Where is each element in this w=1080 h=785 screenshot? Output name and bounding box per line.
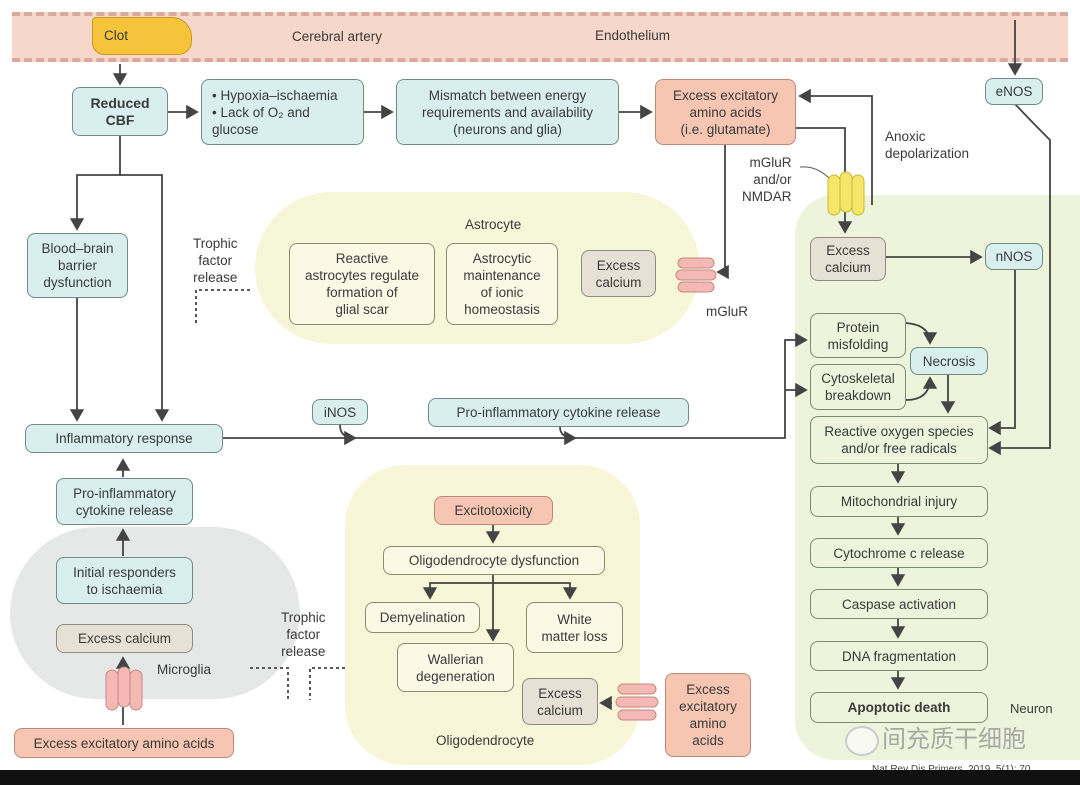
neuron-excess-calcium-box: Excess calcium	[810, 237, 886, 281]
cytokine-release-box: Pro-inflammatory cytokine release	[428, 398, 689, 427]
inos-box: iNOS	[312, 399, 368, 425]
reduced-cbf-box: Reduced CBF	[72, 87, 168, 136]
bbb-dysfunction-box: Blood–brain barrier dysfunction	[27, 233, 128, 298]
bottom-bar	[0, 770, 1080, 785]
white-matter-loss-box: White matter loss	[526, 602, 623, 653]
cytochrome-c-box: Cytochrome c release	[810, 538, 988, 568]
watermark: 间充质干细胞	[882, 726, 1026, 753]
enos-box: eNOS	[985, 78, 1043, 105]
ros-box: Reactive oxygen species and/or free radi…	[810, 416, 988, 464]
hypoxia-box: • Hypoxia–ischaemia • Lack of O₂ and glu…	[201, 79, 364, 145]
trophic-factor-label-2: Trophic factor release	[281, 610, 326, 659]
microglia-label: Microglia	[157, 662, 212, 677]
oligodendrocyte-dysfunction-box: Oligodendrocyte dysfunction	[383, 546, 605, 575]
oligo-excess-calcium-box: Excess calcium	[522, 678, 598, 725]
dna-fragmentation-box: DNA fragmentation	[810, 641, 988, 671]
oligo-excess-amino-acids-box: Excess excitatory amino acids	[665, 673, 751, 757]
excess-excitatory-amino-acids-box: Excess excitatory amino acids (i.e. glut…	[655, 79, 796, 145]
bottom-excess-amino-acids-box: Excess excitatory amino acids	[14, 728, 234, 758]
apoptotic-death-box: Apoptotic death	[810, 692, 988, 723]
mglur-label: mGluR	[706, 304, 749, 319]
excitotoxicity-box: Excitotoxicity	[434, 496, 553, 525]
energy-mismatch-box: Mismatch between energy requirements and…	[396, 79, 619, 145]
oligodendrocyte-label: Oligodendrocyte	[436, 733, 535, 748]
astrocytic-maintenance-box: Astrocytic maintenance of ionic homeosta…	[446, 243, 558, 325]
trophic-factor-label: Trophic factor release	[193, 236, 238, 285]
initial-responders-box: Initial responders to ischaemia	[56, 557, 193, 604]
astrocyte-excess-calcium-box: Excess calcium	[581, 250, 656, 297]
demyelination-box: Demyelination	[365, 602, 480, 633]
reactive-astrocytes-box: Reactive astrocytes regulate formation o…	[289, 243, 435, 325]
left-cytokine-release-box: Pro-inflammatory cytokine release	[56, 478, 193, 525]
astrocyte-label: Astrocyte	[465, 217, 522, 232]
citation: Nat Rev Dis Primers. 2019, 5(1): 70.	[872, 764, 1034, 770]
cytoskeletal-breakdown-box: Cytoskeletal breakdown	[810, 364, 906, 410]
wallerian-degeneration-box: Wallerian degeneration	[397, 643, 514, 692]
microglia-excess-calcium-box: Excess calcium	[56, 624, 193, 653]
caspase-activation-box: Caspase activation	[810, 589, 988, 619]
clot-label: Clot	[104, 28, 129, 43]
endothelium-label: Endothelium	[595, 28, 671, 43]
clot	[92, 17, 192, 55]
nmdar-receptor-icon	[827, 171, 865, 216]
neuron-label: Neuron	[1010, 701, 1053, 716]
inflammatory-response-box: Inflammatory response	[25, 424, 223, 453]
protein-misfolding-box: Protein misfolding	[810, 313, 906, 358]
mglur-receptor-icon	[615, 257, 717, 721]
microglia-receptor-icon	[105, 666, 143, 711]
mglur-nmdar-label: mGluR and/or NMDAR	[742, 155, 792, 204]
necrosis-box: Necrosis	[910, 347, 988, 375]
wechat-logo-icon	[845, 726, 879, 756]
anoxic-depolarization-label: Anoxic depolarization	[885, 129, 970, 161]
nnos-box: nNOS	[985, 243, 1043, 270]
artery-label: Cerebral artery	[292, 29, 383, 44]
mitochondrial-injury-box: Mitochondrial injury	[810, 486, 988, 517]
microglia-cell	[10, 527, 300, 699]
